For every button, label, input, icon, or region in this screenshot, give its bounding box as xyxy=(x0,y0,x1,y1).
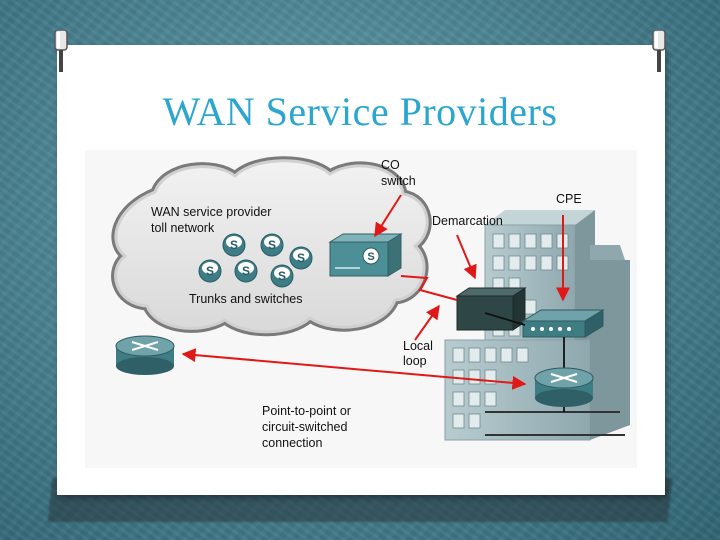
demarcation-label: Demarcation xyxy=(432,214,503,228)
cloud-label-line2: toll network xyxy=(151,221,215,235)
slide-title: WAN Service Providers xyxy=(162,89,558,134)
svg-text:S: S xyxy=(242,264,250,278)
demarcation-device-icon xyxy=(455,287,527,331)
right-pin-icon xyxy=(652,30,666,72)
local-loop-line xyxy=(400,275,458,301)
svg-text:S: S xyxy=(367,251,374,263)
switch-icon: S xyxy=(198,259,222,283)
co-switch-label-line1: CO xyxy=(381,158,400,172)
p2p-label-line3: connection xyxy=(262,436,323,450)
svg-text:S: S xyxy=(230,238,238,252)
svg-text:S: S xyxy=(268,238,276,252)
left-pin-icon xyxy=(54,30,68,72)
p2p-label-line2: circuit-switched xyxy=(262,420,347,434)
co-switch-label-line2: switch xyxy=(381,174,416,188)
local-loop-arrow xyxy=(414,304,440,341)
point-to-point-arrow xyxy=(181,348,527,390)
switch-icon: S xyxy=(234,259,258,283)
wan-diagram: WAN service provider toll network S S S … xyxy=(85,150,637,468)
trunks-label: Trunks and switches xyxy=(189,292,302,306)
demarcation-arrow xyxy=(456,234,477,280)
local-loop-label-line1: Local xyxy=(403,339,433,353)
cpe-label: CPE xyxy=(556,192,582,206)
switch-icon: S xyxy=(270,264,294,288)
svg-text:S: S xyxy=(278,269,286,283)
switch-icons: S S S S S S xyxy=(198,233,313,288)
switch-icon: S xyxy=(260,233,284,257)
cpe-router-icon xyxy=(534,367,594,407)
cloud-label-line1: WAN service provider xyxy=(151,205,271,219)
co-switch-arrow xyxy=(374,194,402,238)
svg-text:S: S xyxy=(297,251,305,265)
local-loop-label-line2: loop xyxy=(403,354,427,368)
cpe-device-icon xyxy=(521,309,605,338)
svg-text:S: S xyxy=(206,264,214,278)
p2p-label-line1: Point-to-point or xyxy=(262,404,351,418)
switch-icon: S xyxy=(222,233,246,257)
switch-icon: S xyxy=(289,246,313,270)
remote-router-icon xyxy=(115,335,175,375)
co-switch-device-icon: S xyxy=(328,233,403,277)
demarc-cpe-link xyxy=(484,312,526,326)
